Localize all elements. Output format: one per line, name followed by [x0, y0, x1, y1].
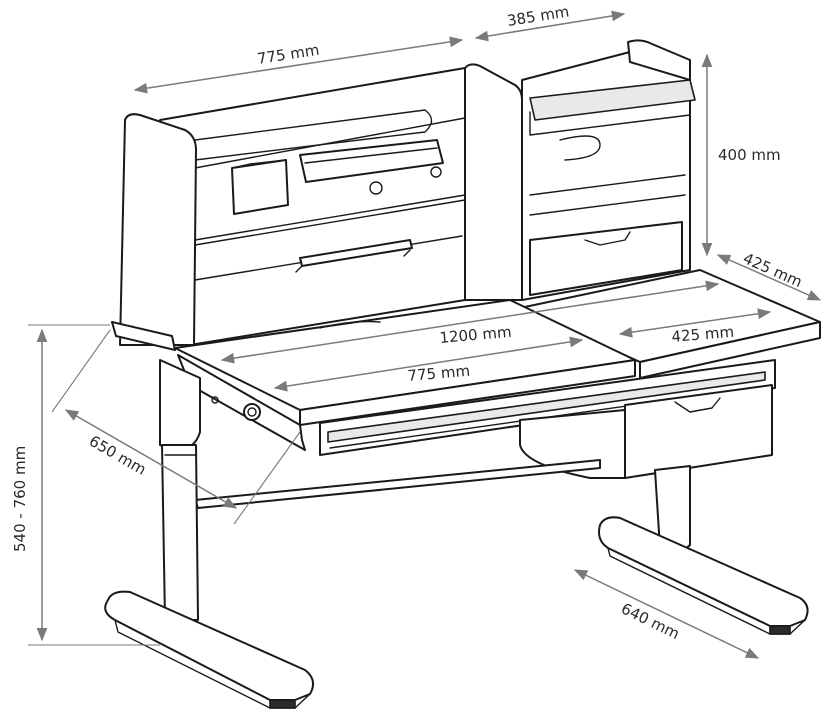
dim-side-desk-width: 425 mm — [618, 308, 772, 346]
hutch-left-panel — [119, 113, 197, 346]
hutch-divider — [464, 63, 523, 301]
leg-left — [159, 359, 201, 621]
dim-height-range: 540 - 760 mm — [11, 324, 160, 646]
hanging-basket — [299, 139, 444, 195]
dim-label-side-desk-depth: 425 mm — [740, 249, 805, 291]
hutch-main — [159, 67, 466, 346]
dim-hutch-height: 400 mm — [701, 53, 781, 257]
dim-hutch-side-width: 385 mm — [474, 2, 626, 42]
dim-label-hutch-height: 400 mm — [718, 146, 781, 164]
hutch-hook-rail — [295, 239, 413, 273]
dim-label-side-desk-width: 425 mm — [671, 323, 735, 346]
dim-label-hutch-side-width: 385 mm — [506, 2, 571, 30]
dim-label-main-desk-width: 775 mm — [407, 362, 471, 385]
dim-label-height-range: 540 - 760 mm — [11, 446, 29, 552]
cross-bar — [194, 459, 601, 509]
foot-left — [104, 590, 315, 709]
desktop-left-ledge — [111, 321, 176, 351]
hutch-side — [521, 39, 696, 301]
pen-holder — [231, 159, 289, 215]
dim-main-desk-width: 775 mm — [273, 336, 584, 392]
